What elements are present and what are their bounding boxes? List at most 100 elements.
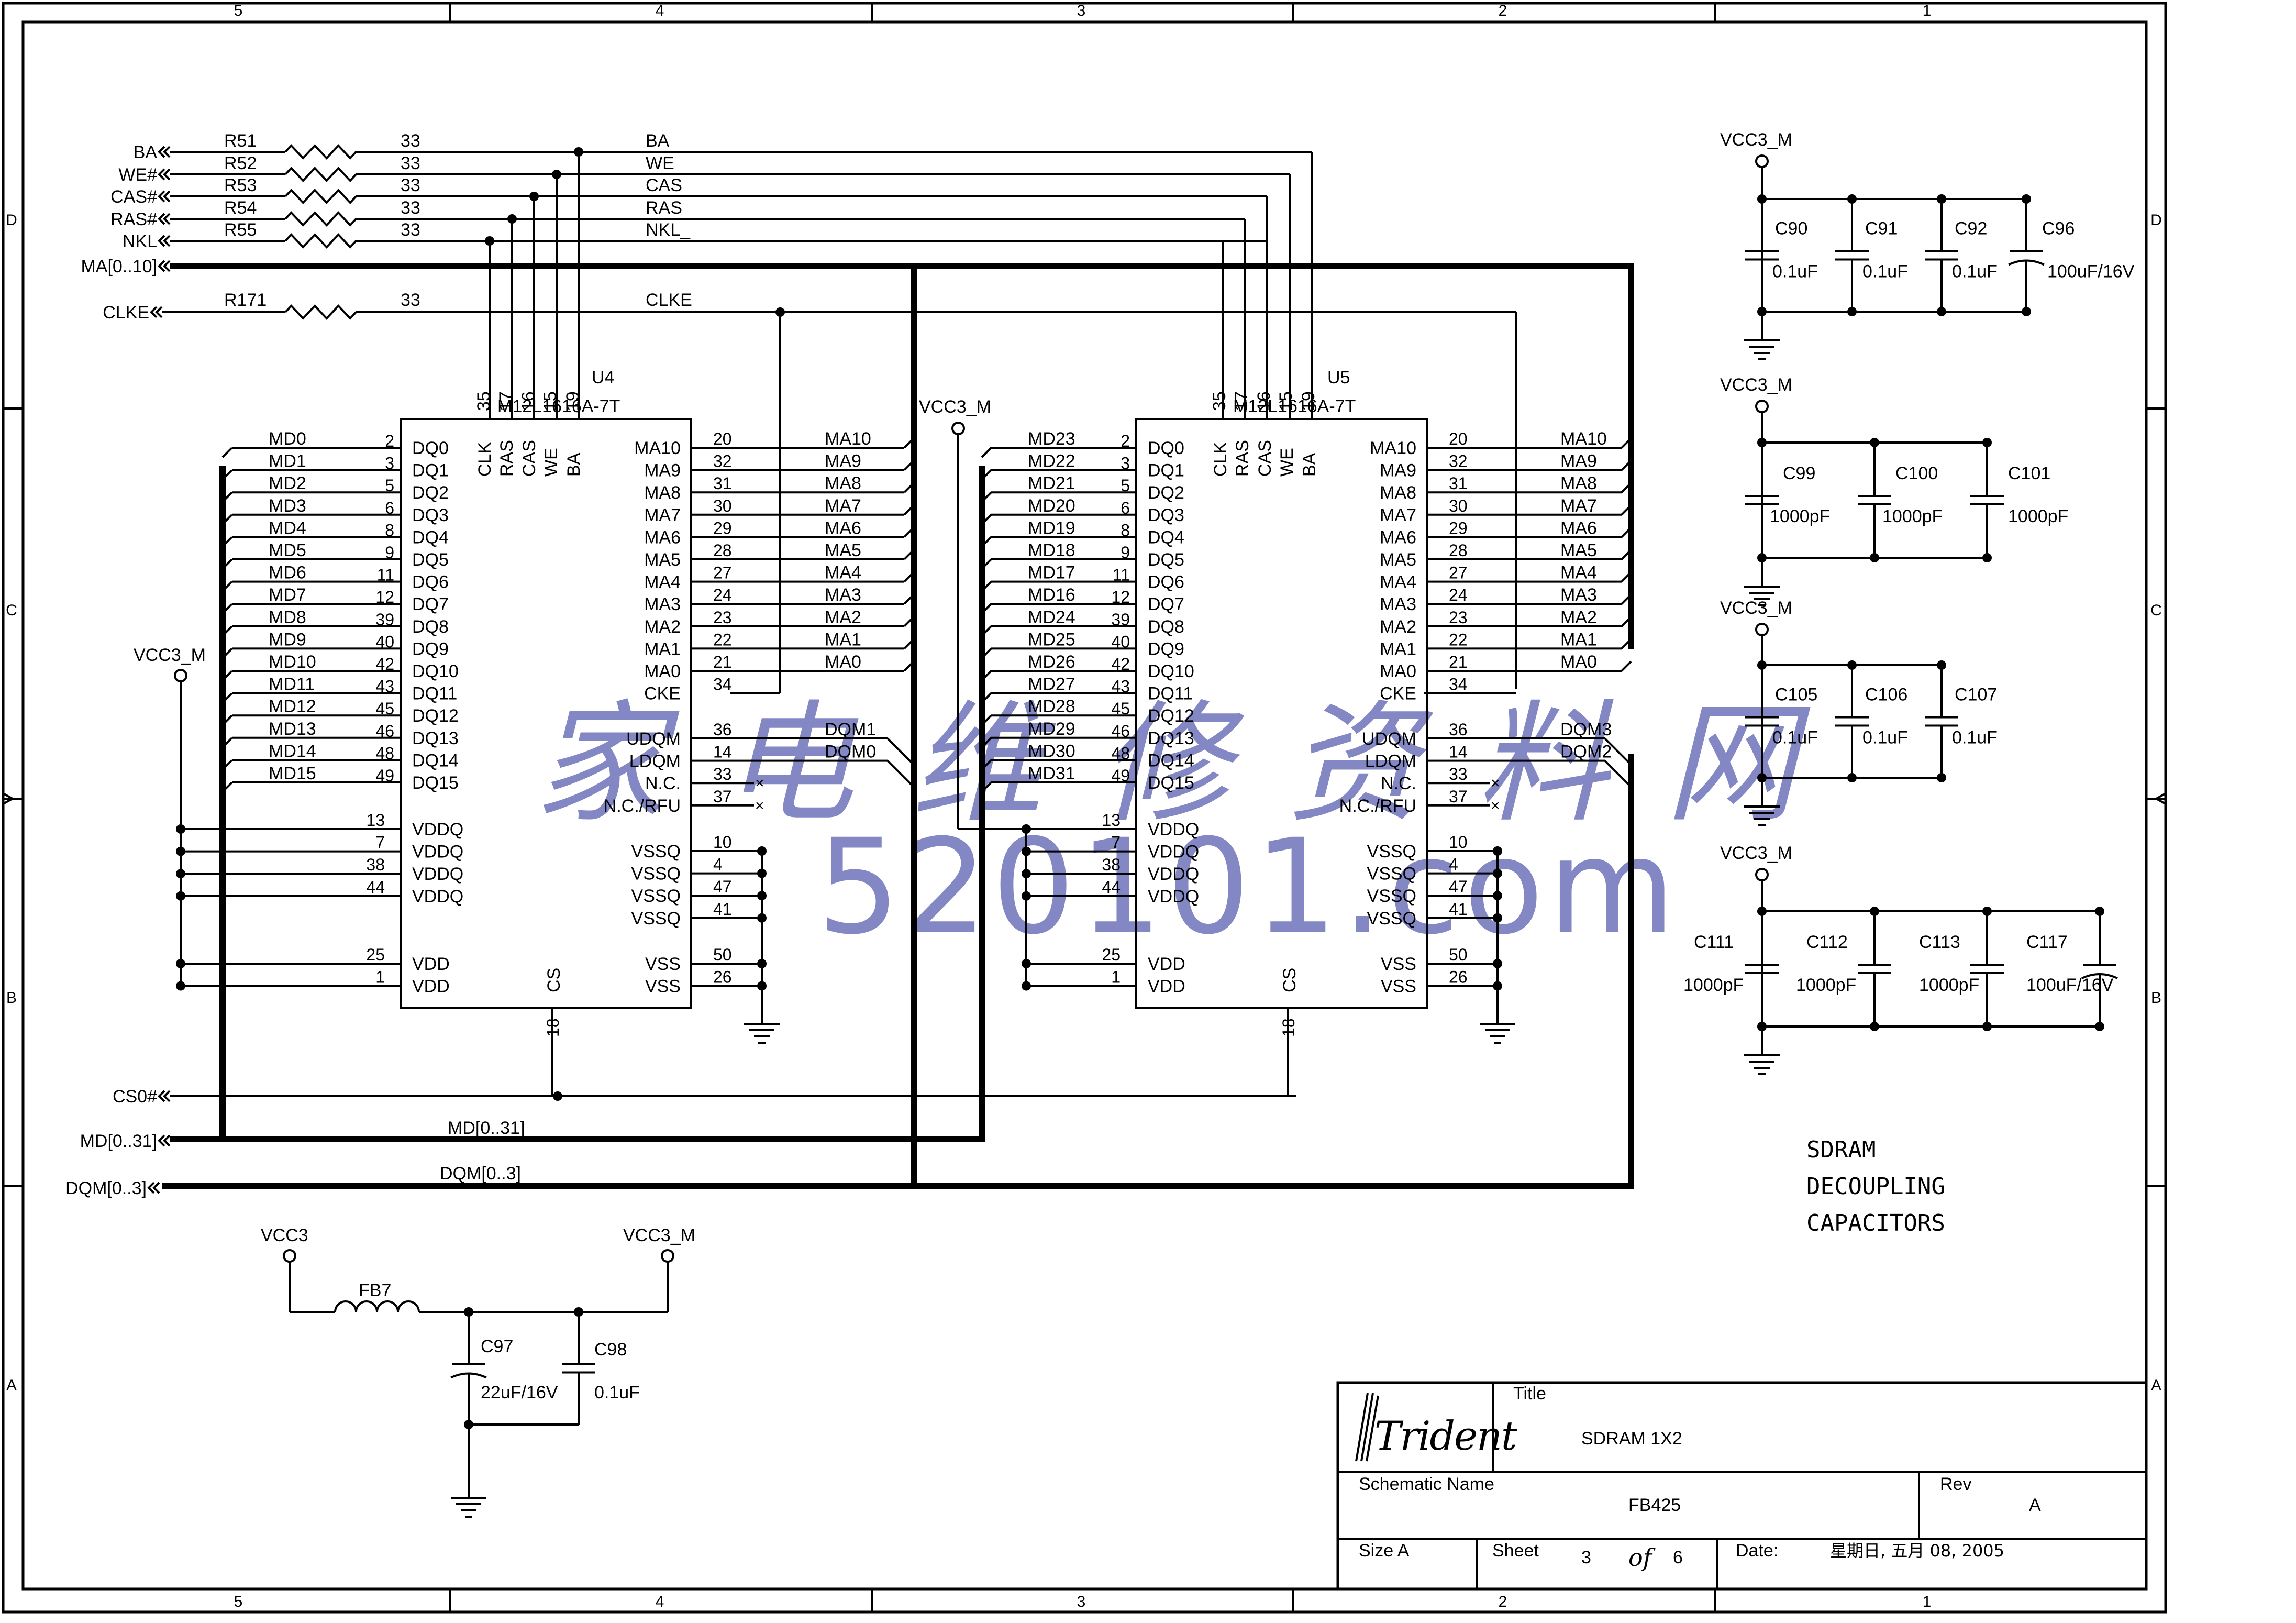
input-port-we: WE#	[118, 165, 157, 185]
pin-name: CLK	[1211, 442, 1230, 477]
zone-label: B	[6, 989, 17, 1007]
pin-name: MA3	[1380, 594, 1416, 614]
field-label: Size A	[1359, 1541, 1410, 1561]
port-arrow-icon	[150, 306, 163, 318]
note-text: DECOUPLING	[1806, 1173, 1945, 1200]
capacitor-icon	[1970, 443, 2004, 558]
cap-value: 22uF/16V	[481, 1383, 558, 1403]
capacitor-icon	[1745, 199, 1779, 312]
pin-number: 24	[1449, 586, 1468, 604]
pin-number: 47	[1449, 877, 1468, 896]
port-arrow-icon	[158, 168, 171, 181]
field-label: Sheet	[1492, 1541, 1539, 1561]
pin-name: MA10	[634, 438, 681, 458]
power-label: VCC3_M	[134, 645, 206, 665]
pin-number: 36	[1449, 720, 1468, 739]
pin-name: DQ7	[1148, 594, 1184, 614]
cap-ref: C113	[1919, 932, 1960, 952]
net-label: MD30	[1028, 741, 1075, 761]
net-label: MD0	[269, 429, 306, 449]
pin-name: LDQM	[629, 752, 681, 771]
junction-dot	[2022, 194, 2031, 204]
cap-value: 0.1uF	[1952, 262, 1998, 282]
junction-dot	[1982, 1022, 1992, 1031]
pin-name: CKE	[644, 684, 681, 704]
net-label: MA4	[825, 563, 861, 583]
zone-label: 1	[1923, 1593, 1932, 1610]
capacitor-icon	[1835, 199, 1869, 312]
resistor-value: 33	[401, 198, 420, 218]
junction-dot	[1757, 660, 1767, 670]
junction-dot	[485, 236, 494, 246]
zone-label: 2	[1499, 1593, 1507, 1610]
pin-name: VSSQ	[1367, 864, 1416, 884]
pin-name: VSSQ	[1367, 842, 1416, 862]
net-label: MA5	[1560, 540, 1597, 560]
pin-name: DQ4	[1148, 527, 1184, 547]
pin-name: DQ3	[1148, 505, 1184, 525]
port-arrow-icon	[147, 1182, 160, 1194]
input-port-ba: BA	[134, 142, 158, 162]
pin-name: VSSQ	[631, 886, 681, 906]
pin-name: DQ6	[1148, 572, 1184, 592]
pin-number: 41	[1449, 900, 1468, 919]
capacitor-icon	[1925, 199, 1958, 312]
pin-number: 29	[1449, 518, 1468, 537]
ground-icon	[1744, 339, 1780, 360]
pin-number: 44	[1102, 878, 1121, 897]
net-label: MD21	[1028, 473, 1075, 493]
zone-label: 5	[234, 1593, 243, 1610]
pin-number: 31	[1449, 474, 1468, 493]
net-label: MD5	[269, 540, 306, 560]
pin-name: VDD	[412, 977, 450, 997]
input-port-ma: MA[0..10]	[81, 257, 157, 277]
junction-dot	[1757, 1022, 1767, 1031]
net-label: MD3	[269, 496, 306, 516]
pin-name: VDDQ	[412, 842, 463, 862]
pin-name: VDDQ	[412, 820, 463, 840]
pin-name: DQ2	[412, 483, 449, 503]
cap-ref: C106	[1865, 685, 1907, 705]
watermark-text: 家电维修资料网	[534, 688, 1854, 840]
capacitor-icon	[1925, 665, 1958, 778]
cap-ref: C96	[2042, 219, 2075, 239]
ferrite-bead-icon	[334, 1300, 420, 1312]
zone-label: D	[2150, 212, 2162, 229]
cap-value: 0.1uF	[1862, 262, 1908, 282]
pin-number: 50	[1449, 945, 1468, 964]
input-port-ras: RAS#	[110, 209, 157, 229]
cap-value: 0.1uF	[1862, 728, 1908, 748]
pin-name: MA8	[1380, 483, 1416, 503]
net-label: MA10	[1560, 429, 1607, 449]
net-label: MD12	[269, 697, 316, 716]
pin-name: CAS	[519, 440, 539, 477]
pin-name: DQ1	[412, 461, 449, 481]
net-label: MA10	[825, 429, 871, 449]
junction-dot	[1847, 307, 1857, 316]
pin-number: 14	[1449, 743, 1468, 761]
junction-dot	[1937, 773, 1946, 782]
cap-value: 100uF/16V	[2026, 975, 2114, 995]
input-port-cs0: CS0#	[113, 1087, 157, 1107]
pin-name: DQ13	[1148, 728, 1194, 748]
pin-name: VSSQ	[631, 864, 681, 884]
chip-part: M12L1616A-7T	[1233, 396, 1356, 416]
net-label: MA8	[825, 473, 861, 493]
junction-dot	[1870, 907, 1879, 916]
pin-name: MA0	[644, 661, 681, 681]
cap-ref: C105	[1775, 685, 1817, 705]
net-label: MA7	[1560, 496, 1597, 516]
pin-number: 37	[1449, 787, 1468, 806]
pin-number: 21	[713, 653, 732, 671]
pin-number: 50	[713, 945, 732, 964]
capacitor-icon	[2008, 199, 2045, 312]
logo-stripes	[1355, 1393, 1379, 1462]
power-label: VCC3	[261, 1225, 308, 1245]
power-label: VCC3_M	[1720, 843, 1792, 863]
input-port-nkl: NKL	[123, 231, 157, 251]
pin-number: 28	[713, 541, 732, 560]
pin-name: VDDQ	[1148, 864, 1199, 884]
pin-number: 40	[1111, 632, 1130, 651]
pin-name: VSS	[1381, 977, 1416, 997]
